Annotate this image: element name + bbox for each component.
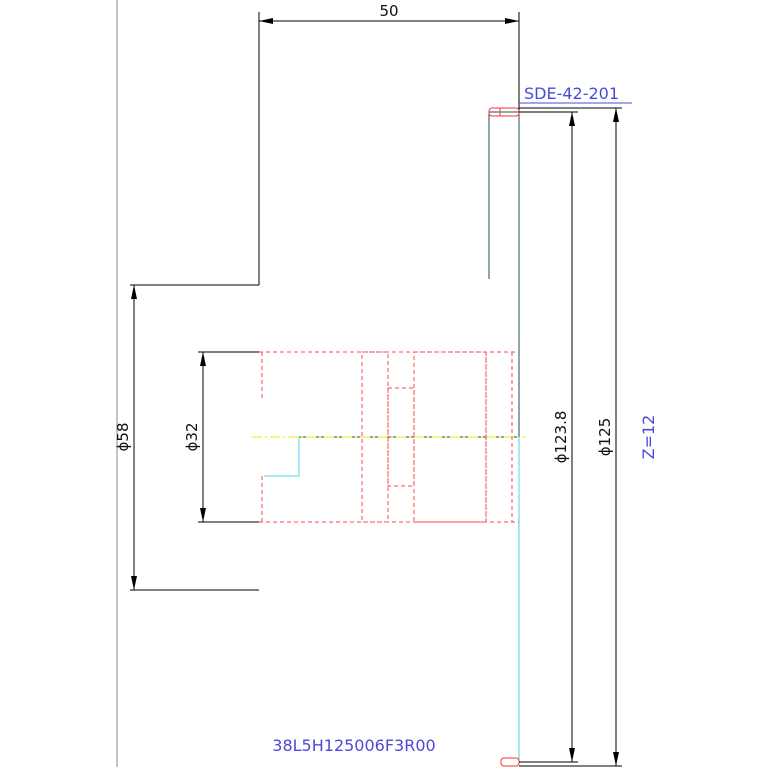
dimension-text-32: ϕ32: [183, 423, 201, 452]
dimension-text-125: ϕ125: [596, 418, 614, 457]
arrow-top: [569, 112, 575, 126]
arrow-bottom: [569, 748, 575, 762]
dimension-text-123-8: ϕ123.8: [552, 411, 570, 464]
dimension-text-50: 50: [379, 2, 398, 20]
arrow-top: [131, 285, 137, 299]
part-number-label: 38L5H125006F3R00: [272, 736, 435, 755]
arrow-bottom: [131, 576, 137, 590]
hidden-features: [259, 351, 519, 523]
dimension-dia-125: ϕ125: [519, 107, 622, 767]
arrow-top: [613, 108, 619, 122]
setscrew-thread: [387, 387, 415, 487]
dimension-dia-32: ϕ32: [183, 351, 259, 523]
lower-profile: [264, 437, 300, 477]
arrow-bottom: [613, 752, 619, 766]
dimension-text-58: ϕ58: [114, 423, 132, 452]
dimension-width-50: 50: [258, 2, 520, 285]
tooth-marker-bottom: [500, 757, 520, 767]
arrow-right: [505, 18, 519, 24]
part-code-label: SDE-42-201: [524, 84, 619, 103]
upper-profile: [488, 111, 519, 279]
arrow-bottom: [200, 508, 206, 522]
arrow-top: [200, 352, 206, 366]
dimension-dia-123-8: ϕ123.8: [519, 111, 578, 763]
teeth-count-label: Z=12: [639, 415, 658, 460]
dimension-dia-58: ϕ58: [114, 284, 259, 591]
arrow-left: [259, 18, 273, 24]
part-outline-lower: [264, 437, 520, 762]
